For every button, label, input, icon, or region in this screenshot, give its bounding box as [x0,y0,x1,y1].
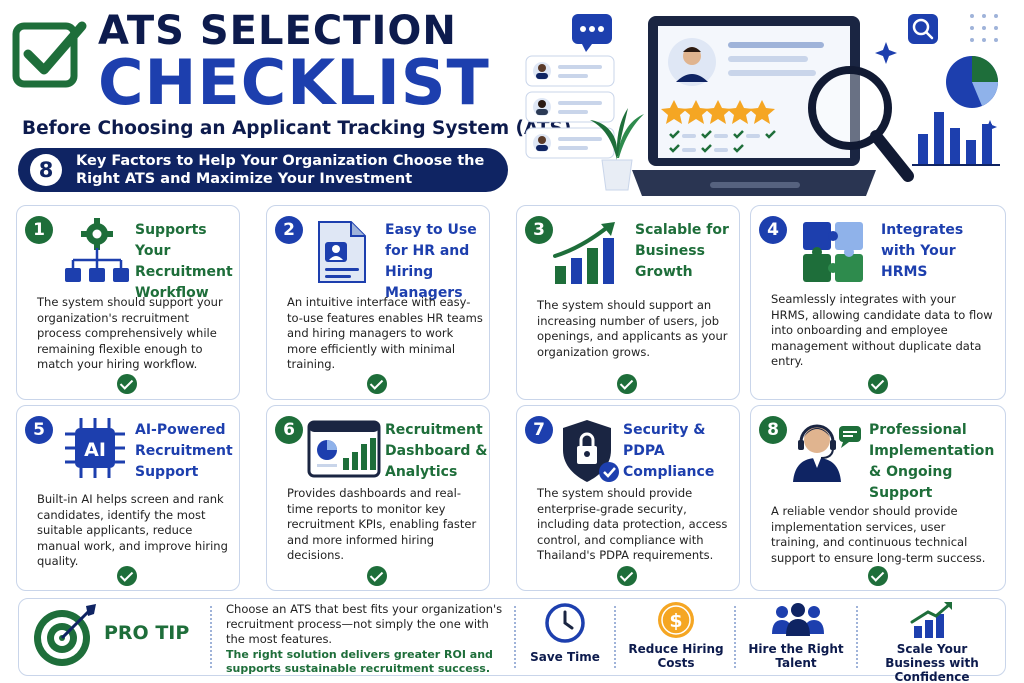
factor-card-1: 1 Supports Your Recruitment Workflow The… [16,205,240,400]
card-body: The system should support an increasing … [537,298,728,359]
candidate-list-icon [525,55,615,159]
divider [856,606,858,668]
card-title: Integrates with Your HRMS [881,222,964,280]
support-agent-icon [793,424,861,482]
pro-tip-text: Choose an ATS that best fits your organi… [226,602,503,646]
target-icon [34,604,96,666]
laptop-icon [632,16,876,196]
dollar-coin-icon: $ [658,602,694,638]
card-number: 1 [25,216,53,244]
workflow-gear-icon [65,218,129,282]
svg-text:AI: AI [84,439,106,461]
pro-tip-highlight: The right solution delivers greater ROI … [226,648,493,675]
card-body: Built-in AI helps screen and rank candid… [37,492,228,568]
card-body: The system should provide enterprise-gra… [537,486,728,562]
hero-illustration [525,14,1000,196]
growth-chart-icon [553,222,615,284]
dot-grid-decoration [970,14,998,42]
banner-text: Key Factors to Help Your Organization Ch… [76,153,485,187]
dashboard-icon [307,420,381,478]
magnifier-icon [808,66,914,182]
puzzle-icon [803,222,863,282]
factor-card-6: 6 Recruitment Dashboard & Analytics Prov… [266,405,490,591]
security-shield-icon [563,420,619,482]
factor-card-3: 3 Scalable for Business Growth The syste… [516,205,740,400]
factor-card-4: 4 Integrates with Your HRMS Seamlessly i… [750,205,1006,400]
svg-text:$: $ [669,610,682,632]
check-icon [367,566,387,586]
bar-chart-icon [912,112,1000,166]
factor-card-8: 8 Professional Implementation & Ongoing … [750,405,1006,591]
benefit-label: Hire the Right Talent [748,642,844,670]
key-factors-banner: 8 Key Factors to Help Your Organization … [18,148,508,192]
team-icon [772,603,824,636]
benefit-label: Scale Your Business with Confidence [885,642,979,683]
card-title: Security & PDPA Compliance [623,422,715,480]
card-body: The system should support your organizat… [37,295,223,371]
card-number: 5 [25,416,53,444]
check-icon [617,374,637,394]
banner-number: 8 [30,154,62,186]
clock-icon [545,603,585,643]
card-number: 8 [759,416,787,444]
search-icon [908,14,938,44]
divider [210,606,212,668]
card-title: AI-Powered Recruitment Support [135,422,233,480]
ai-chip-icon: AI [65,418,125,478]
check-icon [868,374,888,394]
page-subtitle: Before Choosing an Applicant Tracking Sy… [22,118,572,139]
check-icon [868,566,888,586]
card-title: Supports Your Recruitment Workflow [135,222,233,301]
divider [514,606,516,668]
card-title: Easy to Use for HR and Hiring Managers [385,222,477,301]
divider [734,606,736,668]
resume-document-icon [318,221,366,283]
card-body: A reliable vendor should provide impleme… [771,504,986,565]
card-number: 7 [525,416,553,444]
sparkle-icon [875,42,897,64]
growth-bars-icon [910,602,952,638]
card-body: Provides dashboards and real-time report… [287,486,477,562]
check-icon [117,566,137,586]
factor-card-2: 2 Easy to Use for HR and Hiring Managers… [266,205,490,400]
page-title-line2: CHECKLIST [98,46,490,119]
plant-icon [590,108,644,191]
pro-tip-bar [18,598,1006,676]
check-icon [367,374,387,394]
card-title: Scalable for Business Growth [635,222,729,280]
chat-bubble-icon [572,14,612,52]
card-title: Recruitment Dashboard & Analytics [385,422,488,480]
benefit-label: Save Time [530,650,600,664]
factor-card-7: 7 Security & PDPA Compliance The system … [516,405,740,591]
pie-chart-icon [946,56,998,108]
card-title: Professional Implementation & Ongoing Su… [869,422,995,501]
card-body: An intuitive interface with easy-to-use … [287,295,483,371]
card-number: 2 [275,216,303,244]
pro-tip-label: PRO TIP [104,622,190,644]
checklist-check-icon [12,21,87,88]
card-number: 3 [525,216,553,244]
card-body: Seamlessly integrates with your HRMS, al… [771,292,993,368]
factor-card-5: 5 AI AI-Powered Recruitment Support Buil… [16,405,240,591]
page-title-line1: ATS SELECTION [98,8,457,54]
card-number: 6 [275,416,303,444]
divider [614,606,616,668]
check-icon [617,566,637,586]
check-icon [117,374,137,394]
card-number: 4 [759,216,787,244]
benefit-label: Reduce Hiring Costs [628,642,724,670]
